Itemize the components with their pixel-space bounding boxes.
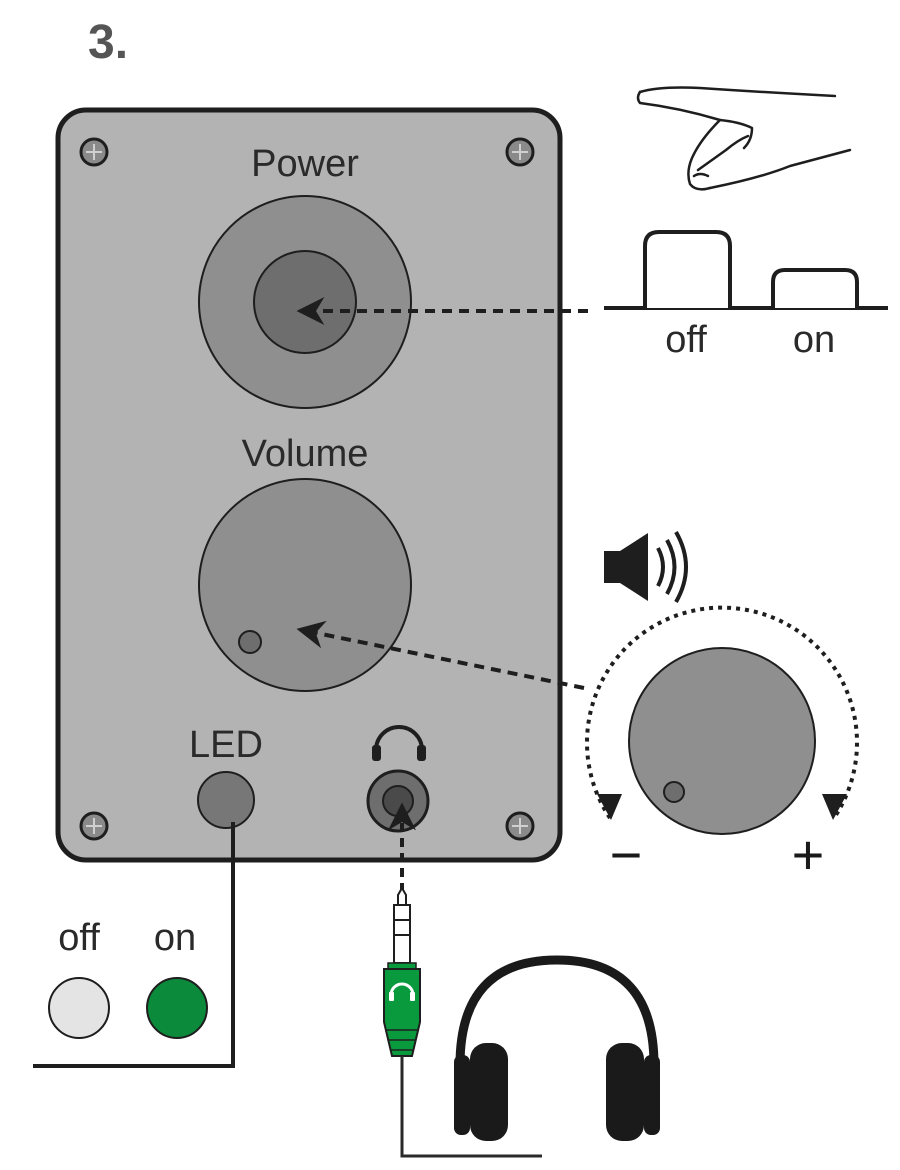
switch-off-label: off — [665, 319, 707, 361]
volume-knob[interactable] — [199, 479, 411, 691]
headphone-plug-icon — [384, 888, 420, 1056]
power-label: Power — [251, 143, 359, 185]
screw-icon — [81, 139, 107, 165]
headphone-jack[interactable] — [368, 771, 428, 831]
led-off-indicator — [49, 978, 109, 1038]
step-number: 3. — [88, 16, 128, 69]
switch-on-label: on — [793, 319, 835, 361]
led-label: LED — [189, 724, 263, 766]
hand-icon — [638, 88, 850, 190]
power-button[interactable] — [199, 196, 411, 408]
volume-minus-label: − — [610, 823, 643, 886]
volume-dial — [587, 608, 857, 834]
power-switch-diagram — [604, 232, 888, 308]
screw-icon — [81, 813, 107, 839]
screw-icon — [507, 139, 533, 165]
led-indicator — [198, 772, 254, 828]
led-on-indicator — [147, 978, 207, 1038]
volume-label: Volume — [242, 433, 369, 475]
led-on-label: on — [154, 917, 196, 959]
volume-plus-label: + — [792, 823, 825, 886]
headphones-icon — [454, 960, 660, 1141]
speaker-icon — [604, 532, 686, 602]
screw-icon — [507, 813, 533, 839]
led-off-label: off — [58, 917, 100, 959]
